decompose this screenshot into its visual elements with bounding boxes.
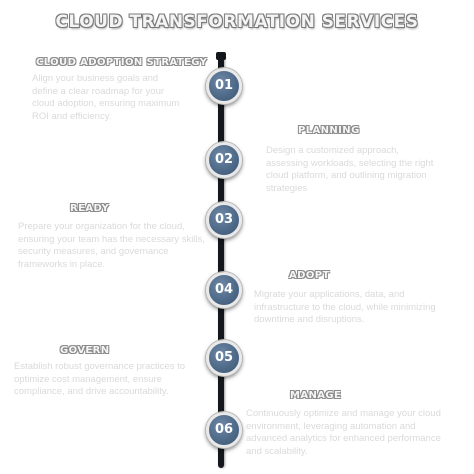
step-4-number-badge: 04 (206, 272, 242, 308)
step-1-title: CLOUD ADOPTION STRATEGY (36, 57, 208, 68)
step-6-description: Continuously optimize and manage your cl… (246, 408, 441, 457)
step-5-title: GOVERN (60, 345, 110, 356)
step-1-number-badge: 01 (206, 68, 242, 104)
step-4-title: ADOPT (289, 270, 330, 281)
step-1-description: Align your business goals and define a c… (32, 73, 180, 122)
step-5-number-badge: 05 (206, 340, 242, 376)
step-6-title: MANAGE (290, 390, 342, 401)
page-title: CLOUD TRANSFORMATION SERVICES (55, 12, 419, 32)
step-3-description: Prepare your organization for the cloud,… (18, 221, 205, 270)
step-2-title: PLANNING (298, 125, 360, 136)
step-2-number-badge: 02 (206, 142, 242, 178)
step-3-number-badge: 03 (206, 202, 242, 238)
step-5-description: Establish robust governance practices to… (14, 361, 186, 398)
timeline-spine (218, 56, 224, 468)
step-6-number-badge: 06 (206, 412, 242, 448)
step-4-description: Migrate your applications, data, and inf… (254, 289, 436, 326)
step-3-title: READY (70, 203, 110, 214)
step-2-description: Design a customized approach, assessing … (266, 145, 434, 194)
